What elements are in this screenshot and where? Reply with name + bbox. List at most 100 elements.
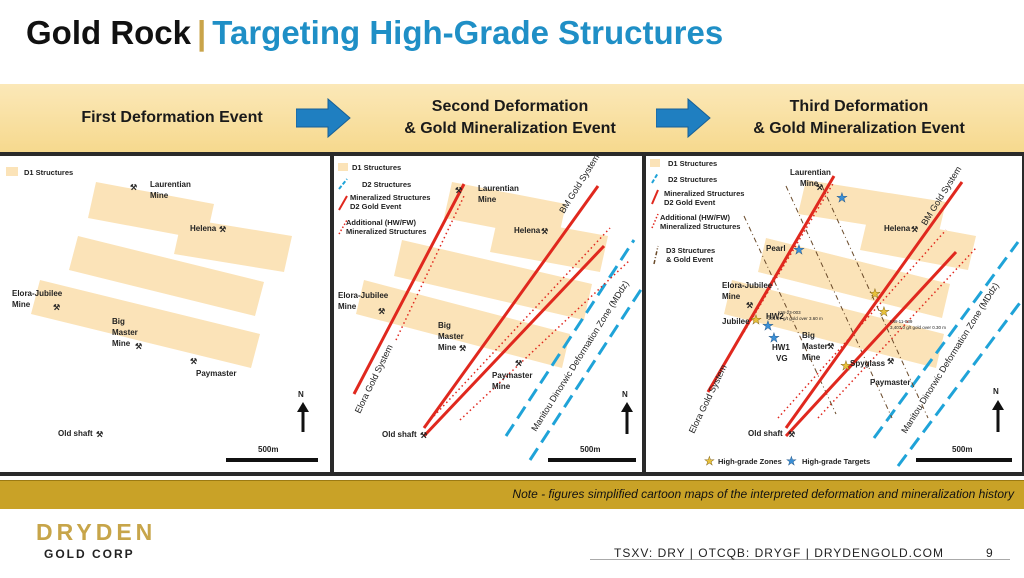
legend-d3-label-2: & Gold Event (666, 255, 714, 264)
legend-d2-swatch (338, 178, 348, 190)
mine-icon: ⚒ (746, 301, 753, 310)
event-second-line2: & Gold Mineralization Event (404, 120, 616, 137)
elora-gold-system-label: Elora Gold System (687, 363, 729, 435)
assay-kw23-value: 301.87 g/t gold over 3.60 m (768, 316, 823, 321)
mine-icon: ⚒ (816, 183, 823, 192)
event-third-line1: Third Deformation (789, 98, 929, 115)
mine-label-big: Big (802, 331, 815, 340)
scale-bar (548, 458, 636, 462)
mine-label-master: Master (112, 328, 138, 337)
mine-label-elora: Elora-Jubilee (12, 289, 63, 298)
mine-label-laurentian-2: Mine (150, 191, 169, 200)
legend-mineralized-label-2: D2 Gold Event (350, 202, 402, 211)
legend-mineralized-swatch (651, 189, 659, 205)
map-panel-second: D1 Structures D2 Structures Mineralized … (334, 156, 642, 472)
mine-icon: ⚒ (455, 186, 462, 195)
d2-structures (504, 239, 642, 461)
title-company: Gold Rock (26, 14, 192, 51)
mine-icon: ⚒ (827, 342, 834, 351)
scale-bar (916, 458, 1012, 462)
mine-label-laurentian: Laurentian (478, 184, 519, 193)
title-separator: | (197, 14, 207, 51)
mine-label-master: Master (802, 342, 828, 351)
mine-label-paymaster: Paymaster (492, 371, 532, 380)
mine-label-laurentian: Laurentian (790, 168, 831, 177)
scale-label: 500m (580, 445, 600, 454)
mine-label-elora: Elora-Jubilee (722, 281, 773, 290)
mine-label-old-shaft: Old shaft (748, 429, 783, 438)
mine-label-big: Big (438, 321, 451, 330)
event-second-label: Second Deformation & Gold Mineralization… (372, 96, 648, 140)
legend-additional-swatch (651, 213, 659, 229)
legend-d2-swatch (651, 172, 659, 184)
mine-label-elora-2: Mine (338, 302, 357, 311)
legend-d1-swatch (650, 159, 660, 167)
footer-separator: | (805, 546, 810, 560)
mine-label-mine: Mine (112, 339, 131, 348)
mine-icon: ⚒ (420, 431, 427, 440)
high-grade-target-star-icon: ★ (768, 331, 780, 346)
mine-label-big: Big (112, 317, 125, 326)
legend-d1-swatch (6, 167, 18, 176)
event-third-line2: & Gold Mineralization Event (753, 120, 965, 137)
legend-d1-label: D1 Structures (24, 168, 73, 177)
mine-label-laurentian: Laurentian (150, 180, 191, 189)
legend-mineralized-swatch (338, 195, 348, 211)
mine-icon: ⚒ (135, 342, 142, 351)
page-number: 9 (986, 546, 993, 560)
legend-high-grade-targets: High-grade Targets (802, 457, 870, 466)
mine-icon: ⚒ (190, 357, 197, 366)
legend-d2-label: D2 Structures (362, 180, 411, 189)
mine-icon: ⚒ (96, 430, 103, 439)
mine-label-old-shaft: Old shaft (382, 430, 417, 439)
footer-tickers: TSXV: DRY | OTCQB: DRYGF | DRYDENGOLD.CO… (614, 546, 944, 560)
scale-label: 500m (258, 445, 278, 454)
map-panels: D1 Structures ⚒ Laurentian Mine Helena ⚒… (0, 152, 1024, 476)
assay-kw11-label: KW-11-039 (890, 319, 913, 324)
high-grade-zone-star-icon: ★ (869, 287, 881, 302)
mine-icon: ⚒ (459, 344, 466, 353)
legend-additional-swatch (338, 219, 348, 235)
mine-icon: ⚒ (378, 307, 385, 316)
mine-icon: ⚒ (53, 303, 60, 312)
assay-kw23-label: KW-23-003 (778, 310, 801, 315)
d1-structures (31, 182, 292, 368)
event-third-label: Third Deformation & Gold Mineralization … (724, 96, 994, 140)
mine-label-mine: Mine (802, 353, 821, 362)
mine-label-helena: Helena (514, 226, 541, 235)
mine-label-elora: Elora-Jubilee (338, 291, 389, 300)
mine-label-paymaster: Paymaster (870, 378, 910, 387)
legend-additional-label: Additional (HW/FW) (660, 213, 730, 222)
legend-additional-label-2: Mineralized Structures (346, 227, 426, 236)
north-arrow-icon (992, 400, 1004, 432)
logo-dryden: DRYDEN (36, 519, 157, 545)
high-grade-target-star-icon: ★ (836, 191, 848, 206)
footer-website: DRYDENGOLD.COM (814, 546, 944, 560)
legend-mineralized-label-2: D2 Gold Event (664, 198, 716, 207)
legend-additional-label-2: Mineralized Structures (660, 222, 740, 231)
legend-additional-label: Additional (HW/FW) (346, 218, 416, 227)
legend-zone-star-icon: ★ (704, 454, 715, 468)
map-panel-first: D1 Structures ⚒ Laurentian Mine Helena ⚒… (0, 156, 330, 472)
high-grade-target-star-icon: ★ (762, 319, 774, 334)
arrow-right-icon (296, 98, 351, 138)
mine-icon: ⚒ (887, 357, 894, 366)
map-panel-third: D1 Structures D2 Structures Mineralized … (646, 156, 1022, 472)
page-title: Gold Rock|Targeting High-Grade Structure… (26, 14, 723, 52)
legend-mineralized-label: Mineralized Structures (350, 193, 430, 202)
mine-label-helena: Helena (884, 224, 911, 233)
mine-label-master: Master (438, 332, 464, 341)
mine-label-spyglass: Spyglass (850, 359, 886, 368)
legend-d3-label: D3 Structures (666, 246, 715, 255)
mine-icon: ⚒ (788, 430, 795, 439)
high-grade-zone-star-icon: ★ (750, 313, 762, 328)
mine-label-hw1: HW1 (772, 343, 790, 352)
arrow-right-icon (656, 98, 711, 138)
legend-d3-swatch (653, 245, 659, 265)
legend-target-star-icon: ★ (786, 454, 797, 468)
legend-d2-label: D2 Structures (668, 175, 717, 184)
note-bar: Note - figures simplified cartoon maps o… (0, 480, 1024, 509)
mine-label-elora-2: Mine (12, 300, 31, 309)
mine-icon: ⚒ (219, 225, 226, 234)
north-label: N (993, 387, 999, 396)
